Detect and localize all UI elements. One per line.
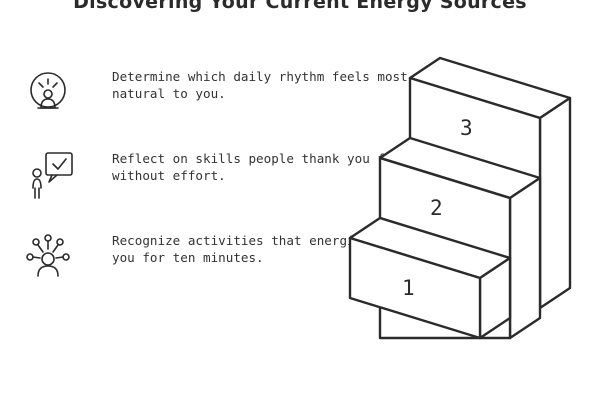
stair-label-3: 3 bbox=[460, 116, 473, 140]
person-speech-bubble-check-icon bbox=[24, 150, 86, 212]
page-title: Discovering Your Current Energy Sources bbox=[73, 0, 527, 13]
step-row-3: Recognize activities that energize you f… bbox=[24, 232, 370, 294]
stair-step-1 bbox=[348, 216, 512, 340]
step-text-3: Recognize activities that energize you f… bbox=[112, 232, 372, 266]
stair-label-2: 2 bbox=[430, 196, 443, 220]
step-text-line: without effort. bbox=[112, 168, 226, 183]
step-text-line: Reflect on skills people thank you for bbox=[112, 151, 401, 166]
step-text-line: you for ten minutes. bbox=[112, 250, 264, 265]
step-row-1: Determine which daily rhythm feels most … bbox=[24, 68, 408, 130]
step-text-1: Determine which daily rhythm feels most … bbox=[112, 68, 408, 102]
stair-label-1: 1 bbox=[402, 276, 415, 300]
step-text-2: Reflect on skills people thank you for w… bbox=[112, 150, 401, 184]
person-connected-ideas-icon bbox=[24, 232, 86, 294]
head-radiating-thoughts-icon bbox=[24, 68, 86, 130]
step-row-2: Reflect on skills people thank you for w… bbox=[24, 150, 400, 212]
stairs-diagram: 3 2 1 bbox=[340, 50, 580, 350]
step-text-line: Determine which daily rhythm feels most bbox=[112, 69, 408, 84]
step-text-line: natural to you. bbox=[112, 86, 226, 101]
step-text-line: Recognize activities that energize bbox=[112, 233, 370, 248]
